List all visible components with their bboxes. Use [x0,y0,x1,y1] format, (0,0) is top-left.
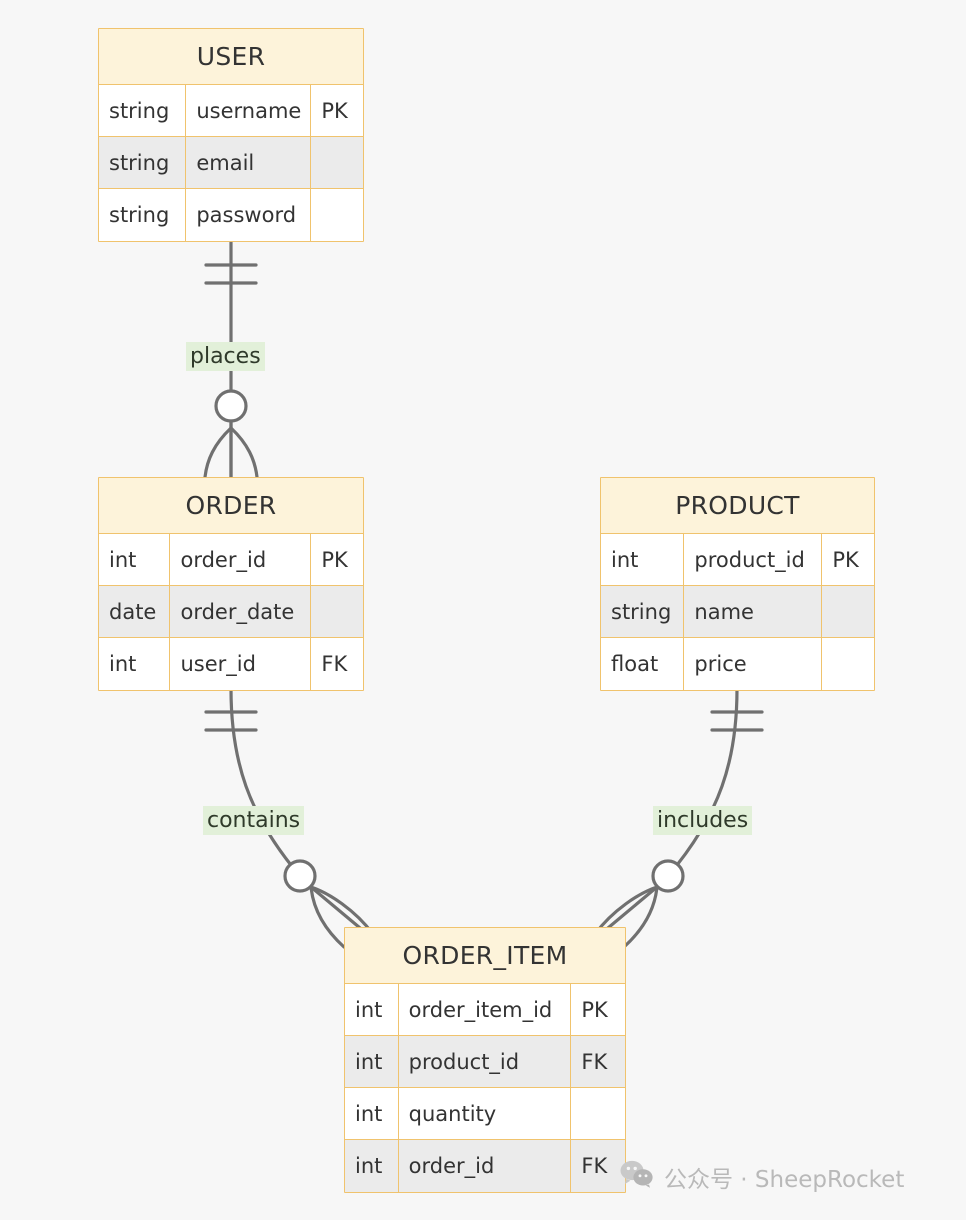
attr-type: string [99,189,187,241]
attr-name: user_id [170,638,312,690]
relationship-label-includes: includes [653,806,753,836]
table-row: string name [601,586,874,638]
table-row: int product_id FK [345,1036,625,1088]
attr-name: quantity [399,1088,572,1139]
attr-key: PK [321,547,348,572]
attr-name: email [186,137,312,188]
attr-name: order_id [399,1140,572,1192]
includes-zero-circle [651,859,685,893]
attr-name: username [186,85,312,136]
attr-type: int [345,1140,399,1192]
table-row: int order_id FK [345,1140,625,1192]
attr-key: FK [581,1154,608,1178]
attr-key [311,189,363,241]
attr-name: product_id [684,534,823,585]
entity-order-item-title: ORDER_ITEM [345,928,625,984]
places-foot-right [229,426,259,479]
attr-type: string [601,586,685,637]
entity-order[interactable]: ORDER int order_id PK date order_date in… [98,477,364,691]
places-foot-left [203,426,233,479]
attr-name: password [186,189,312,241]
wechat-icon [620,1160,654,1194]
attr-name: price [684,638,823,690]
attr-key [822,638,874,690]
attr-type: date [99,586,171,637]
relationship-label-contains: contains [203,806,305,836]
attr-name: order_date [170,586,312,637]
attr-key [311,137,363,188]
entity-product-title: PRODUCT [601,478,874,534]
attr-type: int [99,638,171,690]
attr-name: order_item_id [399,984,572,1035]
watermark: 公众号 · SheepRocket [620,1160,904,1194]
contains-zero-circle [283,859,317,893]
attr-key: PK [581,997,608,1022]
table-row: int product_id PK [601,534,874,586]
includes-foot-lower [622,885,659,949]
table-row: date order_date [99,586,363,638]
entity-user[interactable]: USER string username PK string email str… [98,28,364,242]
attr-key [822,586,874,637]
attr-name: product_id [399,1036,572,1087]
watermark-text: 公众号 · SheepRocket [664,1167,905,1193]
attr-type: string [99,137,187,188]
attr-type: int [345,1036,399,1087]
entity-order-item[interactable]: ORDER_ITEM int order_item_id PK int prod… [344,927,626,1193]
attr-type: int [345,1088,399,1139]
attr-type: int [99,534,171,585]
table-row: string username PK [99,85,363,137]
attr-key [571,1088,625,1139]
places-zero-circle [214,389,248,423]
attr-type: float [601,638,685,690]
attr-key: PK [321,98,348,123]
relationship-label-places: places [186,342,265,372]
entity-user-title: USER [99,29,363,85]
attr-key: FK [321,652,348,676]
attr-name: name [684,586,823,637]
attr-key: PK [832,547,859,572]
attr-type: int [345,984,399,1035]
attr-name: order_id [170,534,312,585]
table-row: float price [601,638,874,690]
attr-type: int [601,534,685,585]
contains-foot-lower [309,885,346,949]
edge-includes-line [666,687,739,878]
entity-product[interactable]: PRODUCT int product_id PK string name fl… [600,477,875,691]
attr-type: string [99,85,187,136]
table-row: int order_id PK [99,534,363,586]
entity-order-title: ORDER [99,478,363,534]
table-row: int user_id FK [99,638,363,690]
table-row: int quantity [345,1088,625,1140]
edge-contains-line [229,687,302,878]
table-row: string password [99,189,363,241]
attr-key [311,586,363,637]
table-row: int order_item_id PK [345,984,625,1036]
table-row: string email [99,137,363,189]
attr-key: FK [581,1049,608,1074]
